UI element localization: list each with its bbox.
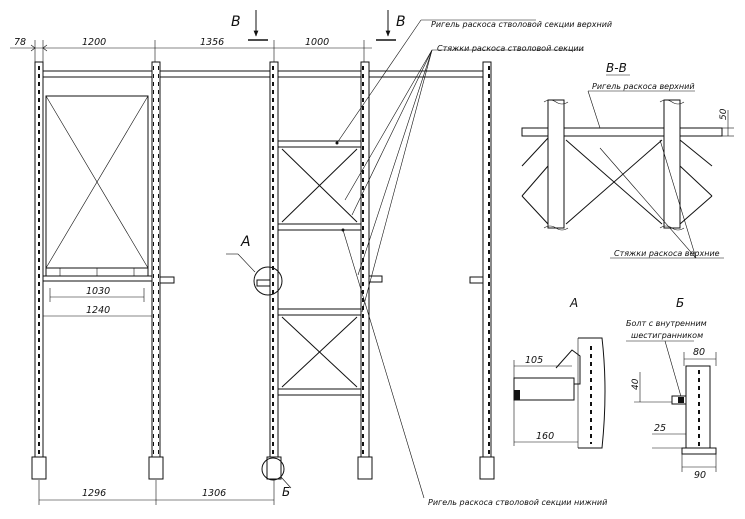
pallet-beam-left — [42, 275, 153, 282]
view-vv-beam-label: Ригель раскоса верхний — [592, 82, 695, 91]
dim-1030: 1030 — [86, 286, 110, 297]
dim-1356: 1356 — [200, 37, 224, 48]
section-cut-v-right: В — [376, 10, 406, 41]
upright-3 — [266, 61, 282, 480]
detail-b-label: Б — [282, 485, 290, 499]
dim-vv-50: 50 — [719, 108, 729, 120]
trunk-section-bracing — [277, 140, 362, 396]
main-elevation: 78 1200 1356 1000 В В — [10, 10, 612, 507]
dim-78: 78 — [14, 37, 26, 48]
upright-1 — [31, 61, 47, 480]
view-b-title: Б — [676, 296, 684, 310]
beam-brackets — [159, 275, 484, 287]
bottom-dimension-chain: 1296 1306 — [38, 480, 275, 505]
pallet-load — [45, 95, 149, 277]
view-a-title: А — [569, 296, 578, 310]
dim-1000: 1000 — [305, 37, 329, 48]
bolt-label-line1: Болт с внутренним — [626, 319, 707, 328]
view-b: Б Болт с внутренним шестигранником 80 40… — [626, 296, 717, 481]
callout-ties: Стяжки раскоса стволовой секции — [437, 44, 584, 53]
upright-2 — [148, 61, 164, 480]
left-bay-dims: 1030 1240 — [42, 286, 153, 320]
mid-brace-beam-1 — [277, 223, 362, 231]
dim-b-25: 25 — [654, 423, 666, 434]
top-beam — [34, 70, 492, 78]
cut-label-v1: В — [231, 14, 241, 30]
dim-b-40: 40 — [631, 378, 641, 390]
view-a: А 105 160 — [513, 296, 606, 449]
dim-a-105: 105 — [525, 355, 543, 366]
lower-brace-beam — [277, 388, 362, 396]
section-cut-v-left: В — [231, 10, 268, 41]
dim-1306: 1306 — [202, 488, 226, 499]
dim-1240: 1240 — [86, 305, 110, 316]
upper-brace-beam — [277, 140, 362, 148]
callout-leaders — [335, 19, 584, 499]
dim-1296: 1296 — [82, 488, 106, 499]
callout-lower-beam: Ригель раскоса стволовой секции нижний — [428, 498, 607, 507]
detail-a-marker: А — [226, 234, 283, 296]
mid-brace-beam-2 — [277, 308, 362, 316]
dim-a-160: 160 — [536, 431, 554, 442]
bolt-label-line2: шестигранником — [631, 331, 703, 340]
detail-b-marker: Б — [261, 457, 292, 499]
upright-5 — [479, 61, 495, 480]
view-vv: В-В Ригель раскоса верхний 50 Стяжки — [521, 61, 734, 259]
detail-a-label: А — [240, 234, 251, 250]
dim-1200: 1200 — [82, 37, 106, 48]
upright-4 — [357, 61, 373, 480]
view-vv-title: В-В — [606, 61, 627, 75]
top-dimension-chain: 78 1200 1356 1000 — [10, 37, 372, 62]
dim-b-90: 90 — [694, 470, 706, 481]
cut-label-v2: В — [396, 14, 406, 30]
view-vv-ties-label: Стяжки раскоса верхние — [614, 249, 720, 258]
callout-upper-beam: Ригель раскоса стволовой секции верхний — [431, 20, 612, 29]
dim-b-80: 80 — [693, 347, 705, 358]
